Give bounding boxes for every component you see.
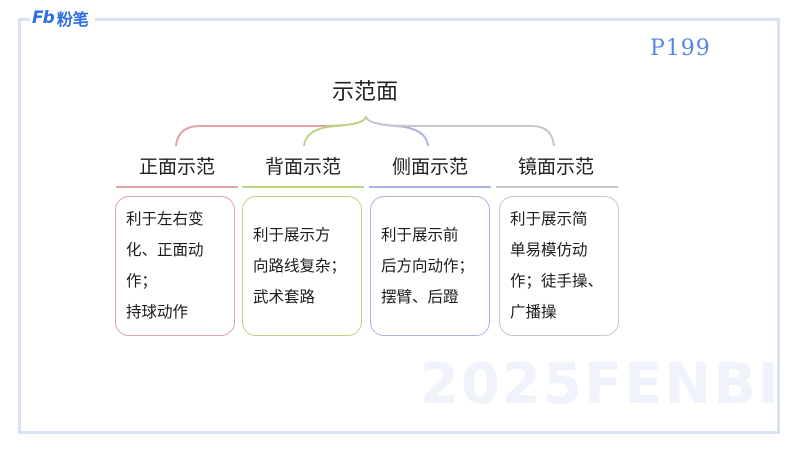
brace-green (303, 115, 367, 147)
brace-gray (365, 115, 555, 147)
category-side-underline (369, 186, 491, 188)
logo-mark: Fb (32, 8, 55, 28)
page-number: P199 (650, 36, 711, 61)
card-side: 利于展示前 后方向动作； 摆臂、后蹬 (370, 196, 490, 336)
card-back: 利于展示方 向路线复杂； 武术套路 (242, 196, 362, 336)
category-front: 正面示范 (138, 156, 215, 178)
card-mirror: 利于展示简 单易模仿动 作；徒手操、 广播操 (499, 196, 619, 336)
logo-text: 粉笔 (56, 10, 89, 29)
category-mirror-underline (496, 186, 618, 188)
card-side-text: 利于展示前 后方向动作； 摆臂、后蹬 (381, 225, 475, 306)
category-front-underline (116, 186, 238, 188)
card-front: 利于左右变 化、正面动 作； 持球动作 (115, 196, 235, 336)
category-mirror: 镜面示范 (517, 156, 594, 178)
card-back-text: 利于展示方 向路线复杂； 武术套路 (253, 225, 347, 306)
slide-frame (18, 18, 780, 434)
card-front-text: 利于左右变 化、正面动 作； 持球动作 (126, 210, 204, 321)
category-back-underline (242, 186, 364, 188)
watermark: 2025FENBI (420, 352, 781, 417)
fenbi-logo: Fb 粉笔 (30, 7, 95, 29)
brace-red (175, 115, 367, 147)
category-side: 侧面示范 (391, 156, 468, 178)
card-mirror-text: 利于展示简 单易模仿动 作；徒手操、 广播操 (510, 210, 604, 321)
category-back: 背面示范 (264, 156, 341, 178)
brace-blue (365, 115, 429, 147)
page-title: 示范面 (331, 80, 398, 105)
